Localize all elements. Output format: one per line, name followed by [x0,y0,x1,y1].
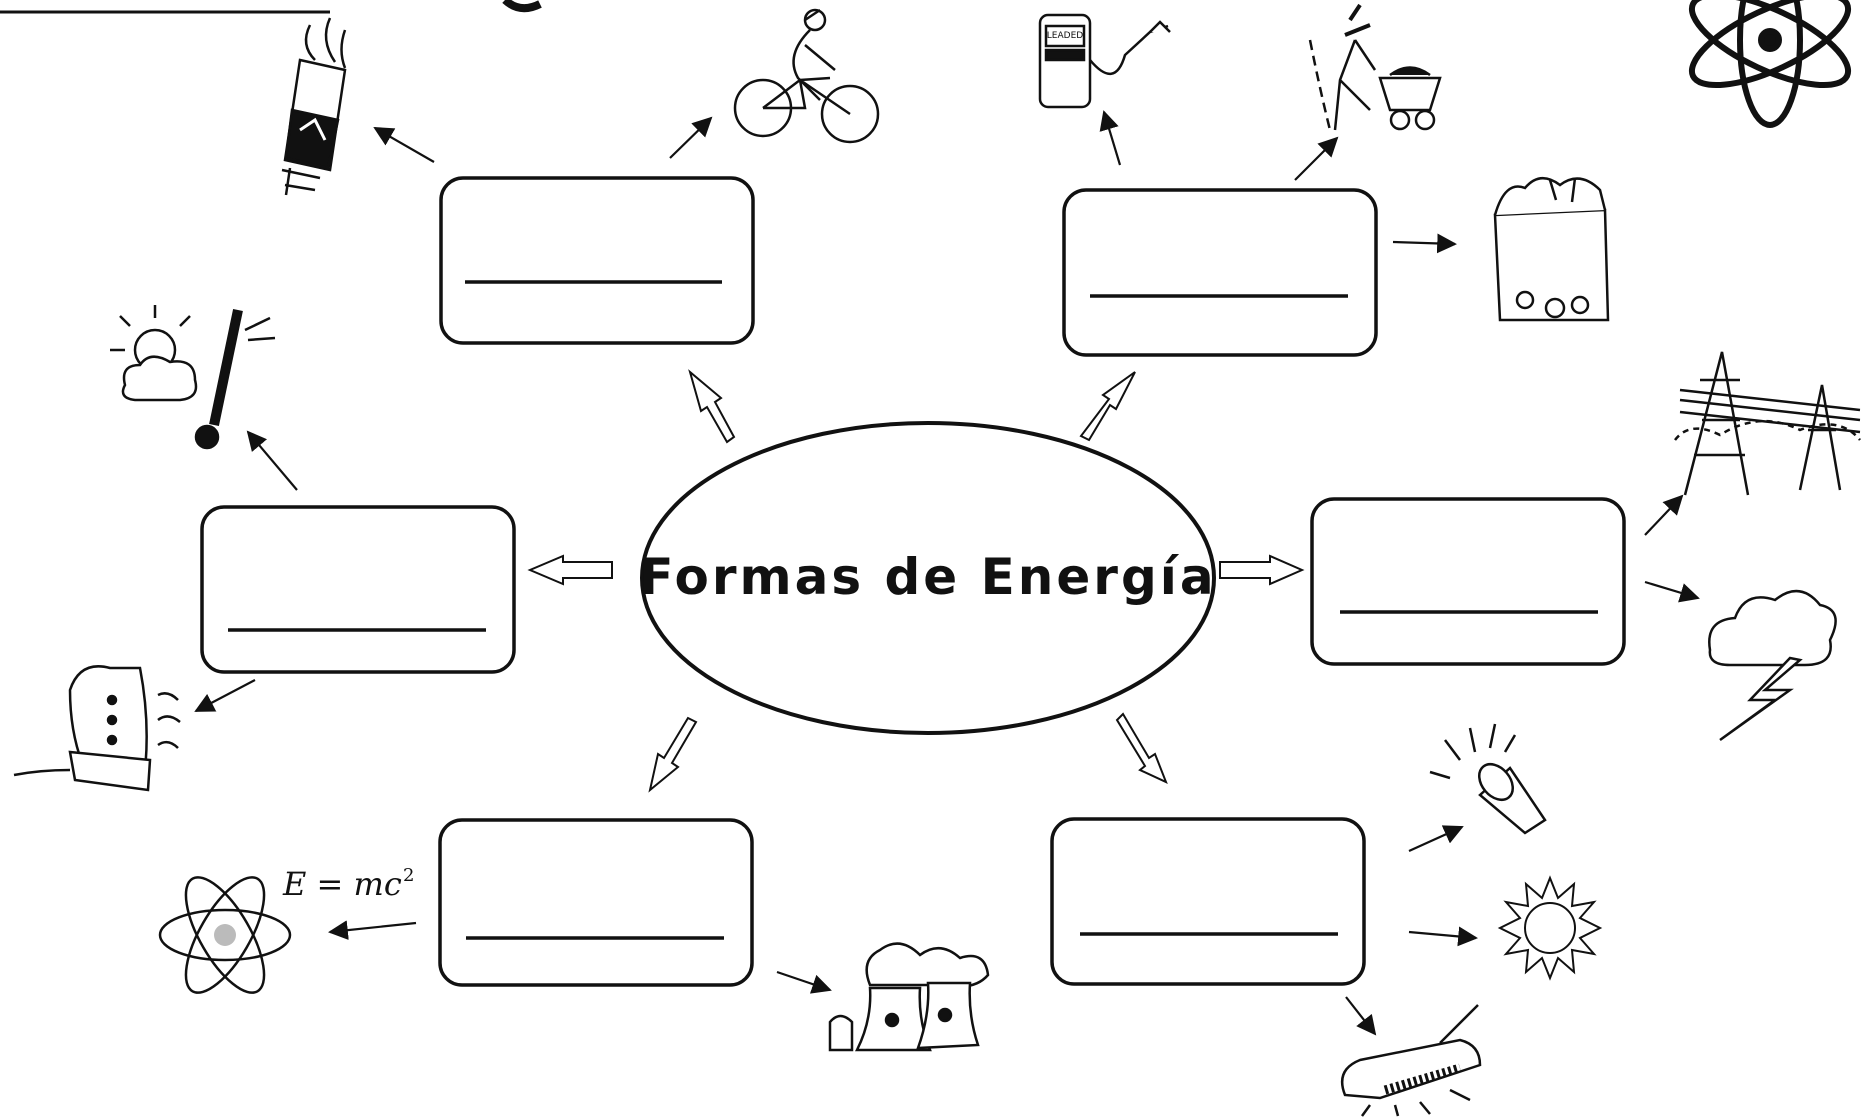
answer-box-top-right[interactable] [1062,188,1378,357]
arrow-to-nuclear-plant [776,970,832,994]
arrow-to-radio [1345,996,1377,1036]
arrow-to-gas-pump [1099,110,1122,166]
clothes-iron-icon [13,665,181,792]
cyclist-icon [733,8,880,144]
atom-equation-icon: E = mc 2 [158,865,414,994]
hollow-arrow-down-left [648,716,698,793]
arrow-to-groceries [1392,233,1457,254]
arrow-to-storm [1644,580,1700,603]
miner-icon [1308,3,1442,131]
answer-box-bottom-right[interactable] [1050,817,1366,986]
groceries-icon [1493,177,1610,322]
power-lines-icon [1674,351,1861,496]
hollow-arrow-right [1219,554,1305,586]
answer-box-top-left[interactable] [439,176,755,345]
sun-icon [1497,875,1603,981]
gas-pump-label: LEADED [1047,31,1083,41]
arrow-to-atom [328,920,417,940]
rocket-icon [281,17,347,196]
hollow-arrow-up-left [688,369,736,444]
answer-box-bottom-left[interactable] [438,818,754,987]
hollow-arrow-up-right [1079,371,1136,442]
title-fragment [502,0,542,13]
arrow-to-flashlight [1408,825,1464,853]
center-title: Formas de Energía [639,548,1216,606]
answer-box-right[interactable] [1310,497,1626,666]
hollow-arrow-down-right [1115,712,1168,784]
thin-arrows [194,110,1700,1036]
gas-pump-icon: LEADED [1038,13,1171,109]
arrow-to-sun [1408,926,1478,947]
equation-text: E = mc [282,865,402,903]
flashlight-icon [1429,723,1547,835]
weather-thermometer-icon [110,305,276,450]
storm-icon [1708,590,1837,742]
arrow-to-miner [1294,136,1339,181]
arrow-to-power-lines [1644,494,1684,536]
center-node: Formas de Energía [639,421,1216,735]
radio-icon [1340,1004,1482,1117]
nuclear-plant-icon [828,942,990,1052]
arrow-to-rocket [373,127,435,163]
answer-box-left[interactable] [200,505,516,674]
hollow-arrows [527,369,1305,793]
arrow-to-weather [246,430,298,491]
atom-icon [1688,0,1852,128]
arrow-to-cyclist [669,116,713,159]
hollow-arrow-left [527,554,613,586]
equation-exponent: 2 [403,865,414,886]
arrow-to-iron [194,679,256,712]
